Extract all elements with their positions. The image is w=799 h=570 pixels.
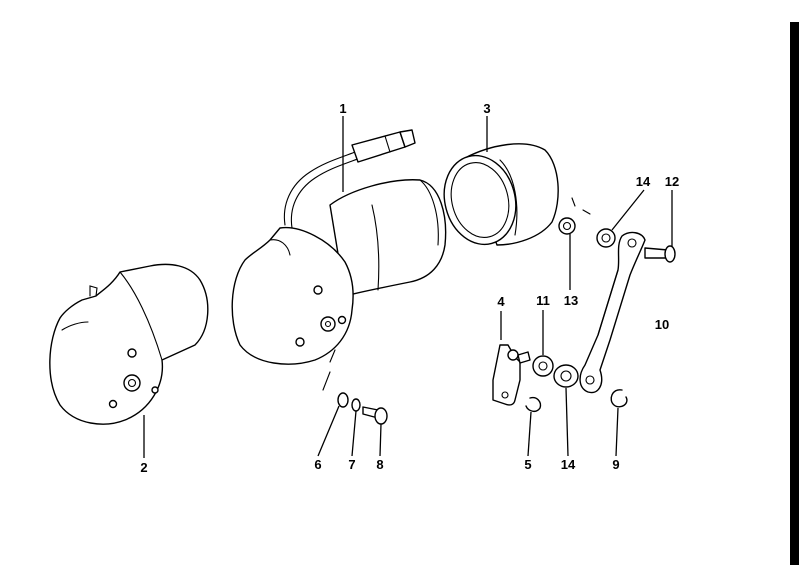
callout-3: 3	[483, 101, 490, 116]
part-6-washer[interactable]	[337, 392, 349, 408]
part-11-washer[interactable]	[532, 355, 554, 377]
part-4-bracket[interactable]	[492, 344, 531, 406]
callout-12: 12	[665, 174, 679, 189]
part-1-wiper-motor[interactable]	[231, 129, 447, 391]
callout-7: 7	[348, 457, 355, 472]
callout-11: 11	[536, 293, 550, 308]
callout-6: 6	[314, 457, 321, 472]
part-13-nut[interactable]	[558, 217, 576, 235]
part-5-clip[interactable]	[525, 396, 542, 413]
part-14-upper-nut[interactable]	[596, 228, 616, 248]
callout-4: 4	[497, 294, 505, 309]
callout-1: 1	[339, 101, 346, 116]
callout-8: 8	[376, 457, 383, 472]
part-3-cover-cap[interactable]	[435, 143, 559, 253]
callout-14-upper: 14	[636, 174, 651, 189]
right-edge-bar	[790, 22, 799, 565]
part-9-circlip[interactable]	[610, 389, 628, 408]
callout-14-lower: 14	[561, 457, 576, 472]
part-7-lock-washer[interactable]	[351, 398, 361, 412]
callout-10: 10	[655, 317, 669, 332]
callout-labels: 1 2 3 4 5 6 7 8 9 10 11 12 13 14 14	[140, 101, 679, 475]
callout-5: 5	[524, 457, 531, 472]
part-12-bolt[interactable]	[644, 245, 676, 263]
callout-2: 2	[140, 460, 147, 475]
callout-9: 9	[612, 457, 619, 472]
leader-lines	[143, 116, 673, 458]
part-14-lower-grommet[interactable]	[553, 364, 579, 388]
part-10-linkage-arm[interactable]	[579, 231, 646, 394]
callout-13: 13	[564, 293, 578, 308]
part-8-screw[interactable]	[362, 406, 388, 425]
part-2-end-cover[interactable]	[49, 263, 209, 425]
